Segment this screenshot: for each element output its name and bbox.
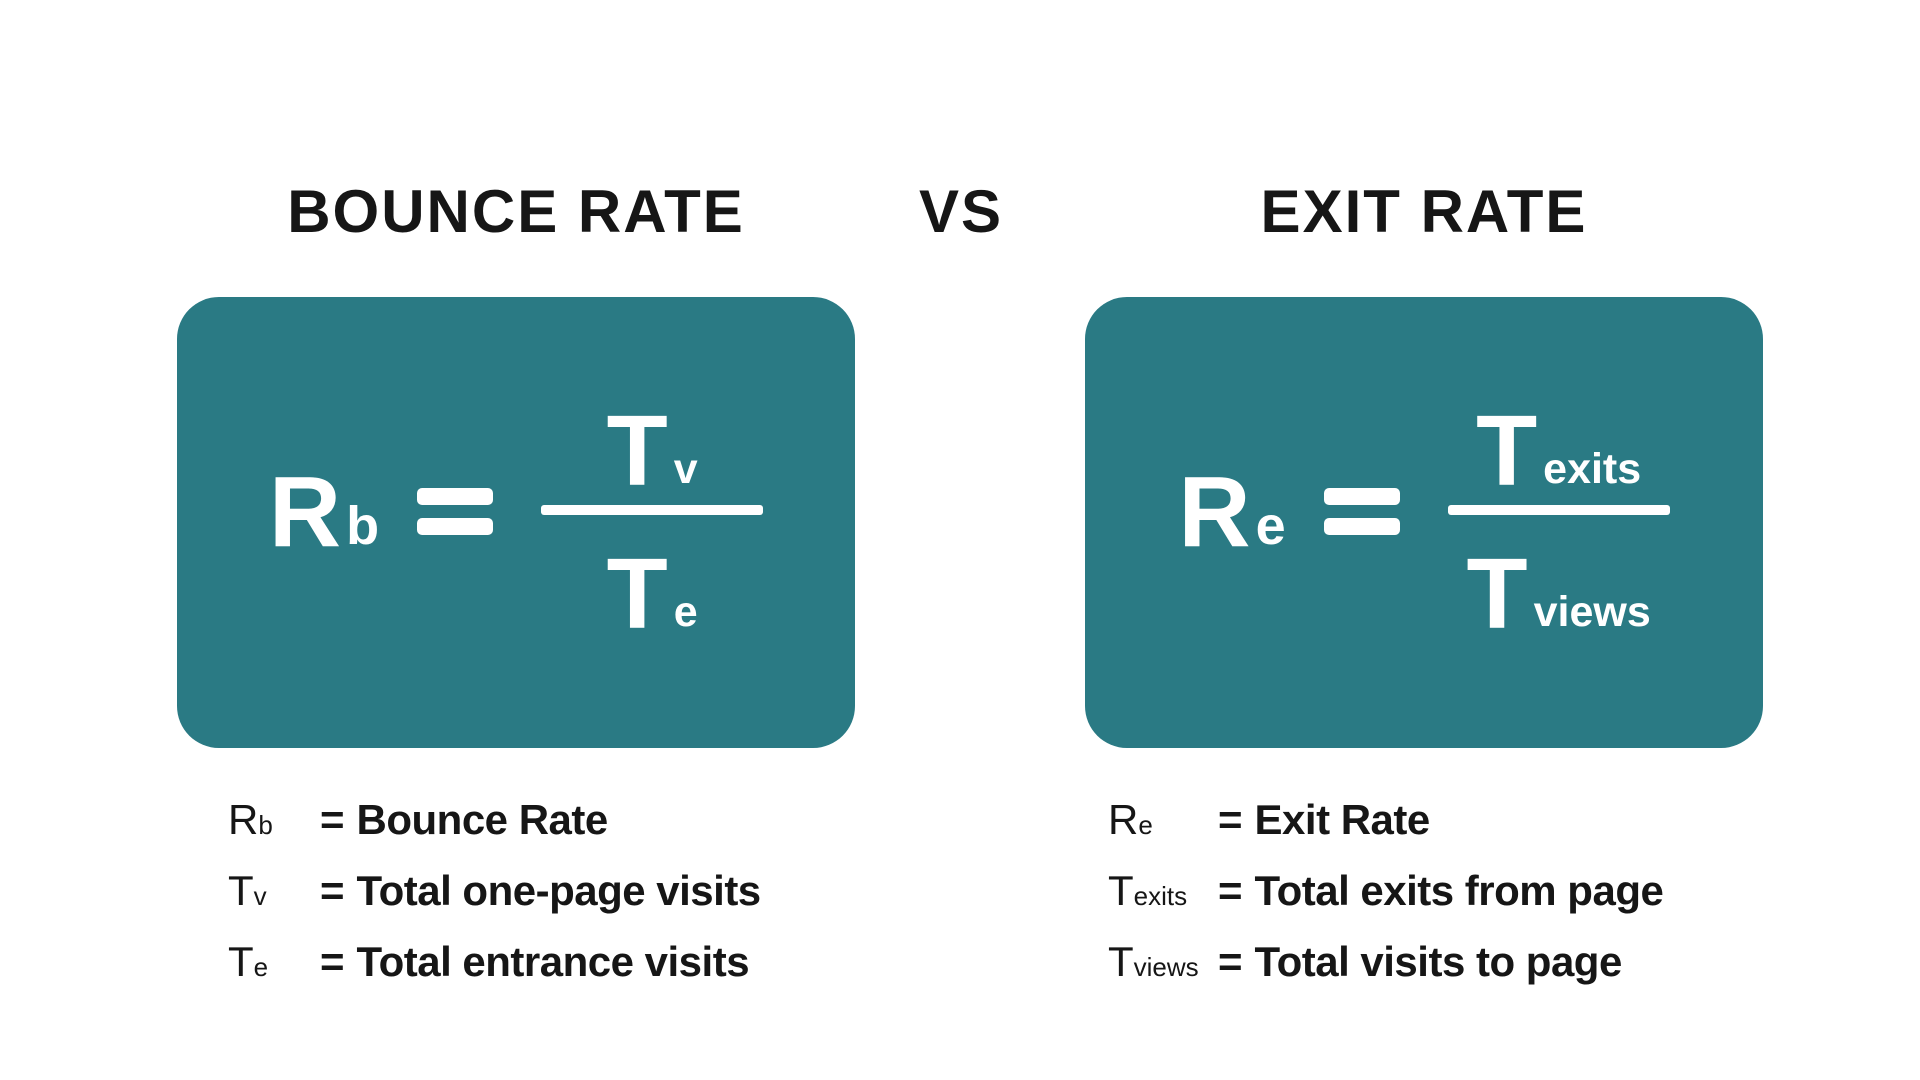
exit-rate-legend: Re = Exit Rate Texits = Total exits from… bbox=[1108, 787, 1664, 1000]
legend-symbol-subscript: v bbox=[253, 881, 267, 911]
legend-equals: = bbox=[1218, 938, 1243, 985]
denominator-symbol: T bbox=[606, 538, 668, 650]
legend-symbol: Tviews bbox=[1108, 938, 1199, 985]
legend-equals: = bbox=[1218, 867, 1243, 914]
fraction: T exits T views bbox=[1447, 395, 1670, 650]
legend-description: Total entrance visits bbox=[356, 938, 750, 985]
exit-rate-formula-card: R e T exits T views bbox=[1085, 297, 1763, 748]
equals-bottom-bar bbox=[417, 518, 494, 535]
legend-symbol: Te bbox=[228, 938, 269, 985]
fraction-numerator: T exits bbox=[1476, 395, 1642, 507]
bounce-rate-legend: Rb = Bounce Rate Tv = Total one-page vis… bbox=[228, 787, 761, 1000]
numerator-subscript: v bbox=[673, 445, 698, 493]
equals-sign bbox=[417, 488, 494, 535]
legend-symbol-subscript: exits bbox=[1133, 881, 1188, 911]
legend-description: Exit Rate bbox=[1254, 796, 1431, 843]
legend-row: Tviews = Total visits to page bbox=[1108, 929, 1663, 1000]
numerator-symbol: T bbox=[606, 395, 668, 507]
exit-rate-equation: R e T exits T views bbox=[1085, 297, 1763, 748]
equals-top-bar bbox=[417, 488, 494, 505]
legend-row: Re = Exit Rate bbox=[1108, 787, 1663, 858]
fraction-denominator: T e bbox=[606, 538, 698, 650]
fraction-bar bbox=[1447, 505, 1670, 515]
legend-row: Texits = Total exits from page bbox=[1108, 858, 1664, 929]
legend-symbol-subscript: e bbox=[1138, 810, 1153, 840]
legend-equals: = bbox=[1218, 796, 1243, 843]
legend-symbol-subscript: b bbox=[258, 810, 273, 840]
exit-rate-title: EXIT RATE bbox=[1260, 178, 1588, 245]
fraction-bar bbox=[541, 505, 764, 515]
formula-lhs: R b bbox=[268, 455, 380, 568]
legend-description: Total one-page visits bbox=[356, 867, 762, 914]
legend-symbol-subscript: e bbox=[253, 952, 269, 982]
formula-lhs-subscript: e bbox=[1255, 495, 1286, 556]
fraction: T v T e bbox=[541, 395, 764, 650]
legend-row: Tv = Total one-page visits bbox=[228, 858, 761, 929]
formula-lhs-subscript: b bbox=[346, 495, 380, 556]
bounce-rate-formula-card: R b T v T e bbox=[177, 297, 855, 748]
legend-equals: = bbox=[320, 938, 345, 985]
bounce-rate-equation: R b T v T e bbox=[177, 297, 855, 748]
legend-description: Total exits from page bbox=[1254, 867, 1664, 914]
legend-symbol: Texits bbox=[1108, 867, 1188, 914]
fraction-denominator: T views bbox=[1466, 538, 1651, 650]
denominator-subscript: views bbox=[1533, 588, 1651, 636]
equals-sign bbox=[1323, 488, 1400, 535]
legend-description: Total visits to page bbox=[1254, 938, 1623, 985]
vs-label: VS bbox=[918, 178, 1004, 245]
legend-symbol-subscript: views bbox=[1133, 952, 1199, 982]
legend-description: Bounce Rate bbox=[356, 796, 609, 843]
bounce-rate-title: BOUNCE RATE bbox=[287, 178, 745, 245]
legend-equals: = bbox=[320, 867, 345, 914]
legend-row: Rb = Bounce Rate bbox=[228, 787, 761, 858]
equals-bottom-bar bbox=[1323, 518, 1400, 535]
fraction-numerator: T v bbox=[606, 395, 698, 507]
formula-lhs: R e bbox=[1178, 455, 1286, 568]
legend-equals: = bbox=[320, 796, 345, 843]
numerator-subscript: exits bbox=[1543, 445, 1642, 493]
legend-symbol: Re bbox=[1108, 796, 1153, 843]
legend-row: Te = Total entrance visits bbox=[228, 929, 761, 1000]
numerator-symbol: T bbox=[1476, 395, 1538, 507]
denominator-symbol: T bbox=[1466, 538, 1528, 650]
legend-symbol: Tv bbox=[228, 867, 267, 914]
legend-symbol: Rb bbox=[228, 796, 273, 843]
formula-lhs-symbol: R bbox=[268, 455, 342, 568]
equals-top-bar bbox=[1323, 488, 1400, 505]
denominator-subscript: e bbox=[673, 588, 698, 636]
formula-lhs-symbol: R bbox=[1178, 455, 1251, 568]
